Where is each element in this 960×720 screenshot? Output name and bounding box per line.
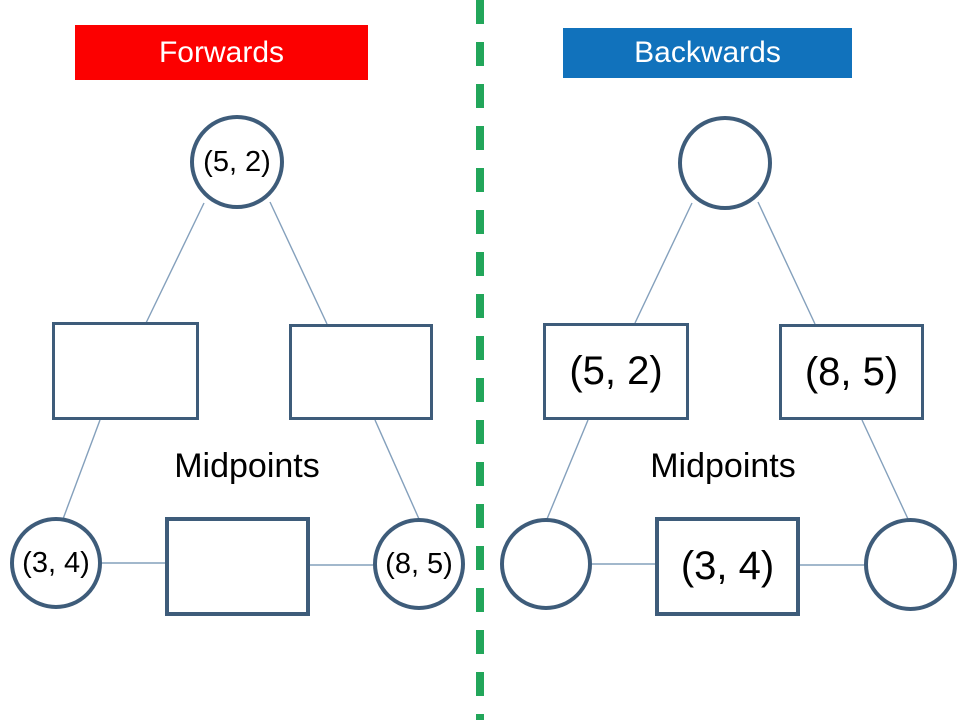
fw-left-midpoint-box — [52, 322, 199, 420]
bw-connector-top-to-left-box — [634, 202, 693, 324]
bw-top-vertex-circle — [678, 116, 772, 210]
fw-top-vertex-circle: (5, 2) — [190, 115, 284, 209]
fw-bottom-right-vertex-circle: (8, 5) — [373, 518, 465, 610]
backwards-header: Backwards — [563, 28, 852, 78]
fw-bottom-midpoint-box — [165, 517, 310, 616]
fw-right-midpoint-box — [289, 324, 433, 420]
bw-left-midpoint-box: (5, 2) — [543, 323, 689, 420]
bw-connector-rightbox-to-brcircle — [861, 419, 909, 520]
bw-bottom-midpoint-box: (3, 4) — [655, 517, 800, 616]
fw-connector-top-to-left-box — [145, 202, 205, 324]
fw-midpoints-label: Midpoints — [174, 447, 320, 485]
bw-midpoints-label: Midpoints — [650, 447, 796, 485]
bw-bottom-right-vertex-circle — [864, 518, 957, 611]
forwards-header: Forwards — [75, 25, 368, 80]
bw-connector-top-to-right-box — [757, 201, 816, 325]
divider-dashed-line — [476, 0, 484, 720]
fw-connector-rightbox-to-brcircle — [374, 419, 420, 520]
fw-connector-leftbox-to-blcircle — [62, 419, 101, 520]
bw-right-midpoint-box: (8, 5) — [779, 324, 924, 420]
bw-connector-leftbox-to-blcircle — [546, 419, 589, 520]
fw-connector-top-to-right-box — [269, 201, 328, 325]
fw-bottom-left-vertex-circle: (3, 4) — [10, 517, 102, 609]
bw-bottom-left-vertex-circle — [500, 518, 592, 610]
